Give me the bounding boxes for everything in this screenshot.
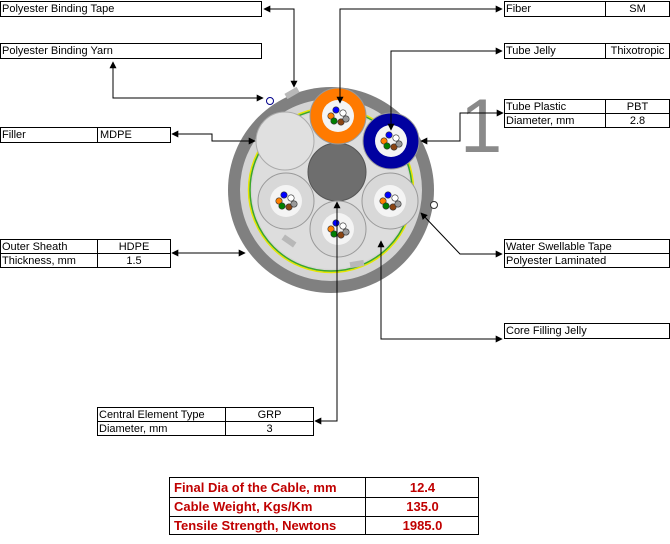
- fiber-dot: [385, 131, 393, 139]
- fiber-dot: [383, 142, 391, 150]
- leader-fiber: [336, 5, 503, 104]
- fiber-dot: [339, 109, 347, 117]
- label-core-filling-jelly-text: Core Filling Jelly: [506, 325, 587, 337]
- label-water-swellable-line1: Water Swellable Tape: [506, 241, 612, 253]
- summary-value: 135.0: [406, 499, 439, 514]
- label-tube-plastic: Tube Plastic PBT Diameter, mm 2.8: [504, 99, 670, 128]
- summary-value: 12.4: [409, 480, 436, 495]
- label-tube-jelly: Tube Jelly Thixotropic: [504, 43, 670, 59]
- binding-tape-fragment: [281, 234, 297, 248]
- leader-core-filling-jelly: [377, 240, 503, 343]
- leader-central-element: [314, 201, 341, 425]
- tube-jelly: [322, 213, 354, 245]
- summary-value: 1985.0: [402, 518, 443, 533]
- label-outer-sheath-name: Outer Sheath: [2, 241, 68, 253]
- fiber-dot: [330, 230, 338, 238]
- big-numeral: 1: [460, 84, 502, 169]
- fiber-dot: [339, 222, 347, 230]
- fiber-dot: [382, 202, 390, 210]
- label-tube-jelly-name: Tube Jelly: [506, 45, 556, 57]
- label-fiber: Fiber SM: [504, 1, 670, 17]
- leader-binding-tape: [263, 5, 298, 88]
- label-water-swellable-tape: Water Swellable Tape Polyester Laminated: [504, 239, 670, 268]
- label-tube-plastic-diameter-label: Diameter, mm: [506, 115, 575, 127]
- leader-water-swellable-tape: [420, 212, 503, 258]
- leader-tube-plastic: [420, 109, 504, 145]
- label-central-element-diameter-value: 3: [266, 423, 273, 435]
- fiber-dot: [384, 191, 392, 199]
- summary-label: Tensile Strength, Newtons: [174, 518, 337, 533]
- label-binding-yarn: Polyester Binding Yarn: [0, 43, 262, 59]
- label-filler-material: MDPE: [100, 129, 132, 141]
- binding-yarn-dot: [430, 201, 438, 209]
- fiber-dot: [330, 117, 338, 125]
- tube-jelly: [375, 125, 407, 157]
- fiber-dot: [332, 106, 340, 114]
- label-fiber-value: SM: [629, 3, 646, 15]
- summary-row-final-dia: Final Dia of the Cable, mm 12.4: [170, 478, 478, 497]
- leader-filler: [171, 130, 256, 145]
- summary-label: Cable Weight, Kgs/Km: [174, 499, 313, 514]
- label-tube-plastic-value: PBT: [626, 101, 649, 113]
- label-fiber-name: Fiber: [506, 3, 532, 15]
- summary-row-tensile-strength: Tensile Strength, Newtons 1985.0: [170, 516, 478, 535]
- fiber-dot: [342, 228, 350, 236]
- leader-tube-jelly: [387, 47, 503, 131]
- summary-label: Final Dia of the Cable, mm: [174, 480, 337, 495]
- label-water-swellable-line2: Polyester Laminated: [506, 255, 607, 267]
- label-binding-yarn-text: Polyester Binding Yarn: [2, 45, 113, 57]
- summary-row-cable-weight: Cable Weight, Kgs/Km 135.0: [170, 497, 478, 516]
- label-central-element-diameter-label: Diameter, mm: [99, 423, 168, 435]
- label-filler: Filler MDPE: [0, 127, 171, 143]
- binding-tape-fragment: [284, 86, 300, 100]
- label-binding-tape: Polyester Binding Tape: [0, 1, 262, 17]
- tube-jelly: [374, 185, 406, 217]
- label-tube-jelly-value: Thixotropic: [610, 45, 665, 57]
- fiber-dot: [342, 115, 350, 123]
- leader-binding-yarn: [109, 61, 264, 102]
- fiber-dot: [332, 219, 340, 227]
- fiber-dot: [392, 134, 400, 142]
- fiber-dot: [290, 200, 298, 208]
- fiber-dot: [280, 191, 288, 199]
- label-outer-sheath-thickness-label: Thickness, mm: [2, 255, 76, 267]
- fiber-dot: [287, 194, 295, 202]
- binding-tape-fragment: [349, 259, 365, 269]
- summary-table: Final Dia of the Cable, mm 12.4 Cable We…: [169, 477, 479, 535]
- label-outer-sheath-material: HDPE: [118, 241, 150, 253]
- label-central-element-value: GRP: [257, 409, 282, 421]
- label-central-element-name: Central Element Type: [99, 409, 205, 421]
- label-binding-tape-text: Polyester Binding Tape: [2, 3, 115, 15]
- label-core-filling-jelly: Core Filling Jelly: [504, 323, 670, 339]
- fiber-dot: [394, 200, 402, 208]
- filler-element: [255, 111, 315, 171]
- fiber-dot: [278, 202, 286, 210]
- label-tube-plastic-diameter-value: 2.8: [629, 115, 646, 127]
- central-element: [307, 142, 367, 202]
- label-filler-name: Filler: [2, 129, 26, 141]
- binding-yarn-dot: [266, 97, 274, 105]
- fiber-dot: [391, 194, 399, 202]
- label-outer-sheath: Outer Sheath HDPE Thickness, mm 1.5: [0, 239, 171, 268]
- tube-jelly: [270, 185, 302, 217]
- tube-jelly: [322, 100, 354, 132]
- label-tube-plastic-name: Tube Plastic: [506, 101, 567, 113]
- fiber-dot: [395, 140, 403, 148]
- label-central-element: Central Element Type GRP Diameter, mm 3: [97, 407, 314, 436]
- label-outer-sheath-thickness-value: 1.5: [126, 255, 142, 267]
